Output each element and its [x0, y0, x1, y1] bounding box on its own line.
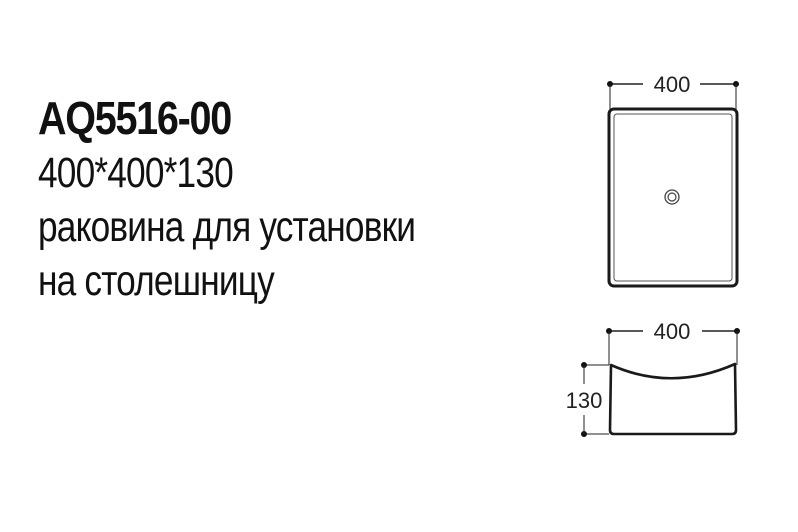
side-height-dimension: 130 — [566, 362, 609, 437]
top-width-label: 400 — [654, 72, 691, 97]
product-info: AQ5516-00 400*400*130 раковина для устан… — [38, 92, 498, 308]
basin-outer-outline — [607, 107, 739, 288]
description-line-1: раковина для установки — [38, 203, 416, 251]
basin-side-profile — [608, 362, 738, 436]
side-width-label: 400 — [654, 319, 691, 344]
basin-inner-outline — [613, 113, 733, 282]
top-view: 400 — [607, 72, 739, 288]
top-width-dimension: 400 — [607, 72, 739, 110]
side-height-label: 130 — [566, 388, 603, 413]
drain-icon — [664, 189, 680, 205]
side-view: 400 130 — [566, 319, 740, 437]
description-line-2: на столешницу — [38, 257, 275, 305]
side-width-dimension: 400 — [606, 319, 740, 365]
dimensions-text: 400*400*130 — [38, 149, 234, 197]
model-number: AQ5516-00 — [38, 92, 232, 144]
